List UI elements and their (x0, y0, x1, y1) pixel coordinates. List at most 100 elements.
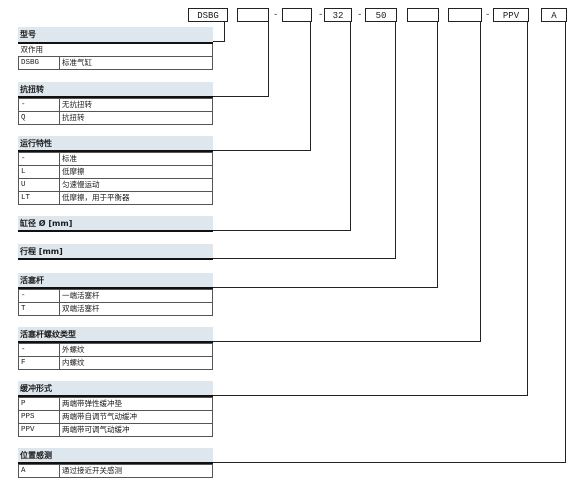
option-label: 两端带可调气动缓冲 (59, 423, 213, 437)
connector-line (213, 230, 351, 231)
connector-line (213, 462, 566, 463)
connector-line (213, 96, 269, 97)
option-code: PPV (18, 423, 60, 437)
section-header-bore: 缸径 Ø [mm] (18, 216, 213, 231)
section-header-stroke: 行程 [mm] (18, 244, 213, 259)
option-label: 两端带弹性缓冲垫 (59, 397, 213, 411)
option-table-position-sensing: A 通过接近开关感测 (18, 464, 213, 478)
option-row: PPV 两端带可调气动缓冲 (18, 423, 213, 437)
option-code: DSBG (18, 56, 60, 70)
code-separator: - (273, 10, 279, 20)
code-separator: - (318, 10, 324, 20)
option-label: 双作用 (18, 44, 213, 57)
section-rule (18, 42, 213, 44)
code-separator: - (357, 10, 363, 20)
code-separator: - (485, 10, 491, 20)
section-rule (18, 462, 213, 464)
option-row: - 标准 (18, 152, 213, 166)
code-box-6 (407, 8, 439, 22)
option-row: L 低摩擦 (18, 165, 213, 179)
connector-line (527, 22, 528, 396)
code-box-2 (237, 8, 269, 22)
option-row: F 内螺纹 (18, 356, 213, 370)
connector-line (224, 22, 225, 42)
option-row: LT 低摩擦，用于平衡器 (18, 191, 213, 205)
section-rule (18, 395, 213, 397)
option-row: - 一端活塞杆 (18, 289, 213, 303)
option-label: 标准 (59, 152, 213, 166)
option-code: F (18, 356, 60, 370)
option-label: 标准气缸 (59, 56, 213, 70)
option-code: L (18, 165, 60, 179)
option-label: 一端活塞杆 (59, 289, 213, 303)
connector-line (480, 22, 481, 342)
option-label: 匀速慢运动 (59, 178, 213, 192)
option-row: - 外螺纹 (18, 343, 213, 357)
option-code: P (18, 397, 60, 411)
option-code: LT (18, 191, 60, 205)
option-code: U (18, 178, 60, 192)
section-header-operating: 运行特性 (18, 136, 213, 151)
option-label: 两端带自调节气动缓冲 (59, 410, 213, 424)
section-header-anti-rotation: 抗扭转 (18, 82, 213, 97)
connector-line (213, 395, 528, 396)
section-header-piston-rod: 活塞杆 (18, 273, 213, 288)
option-row: - 无抗扭转 (18, 98, 213, 112)
section-rule (18, 96, 213, 98)
code-box-1: DSBG (188, 8, 228, 22)
option-table-type: 双作用 DSBG 标准气缸 (18, 44, 213, 70)
option-label: 通过接近开关感测 (59, 464, 213, 478)
option-row: U 匀速慢运动 (18, 178, 213, 192)
code-box-3 (282, 8, 312, 22)
option-table-rod-thread: - 外螺纹 F 内螺纹 (18, 343, 213, 370)
option-row: A 通过接近开关感测 (18, 464, 213, 478)
option-code: - (18, 343, 60, 357)
option-code: PPS (18, 410, 60, 424)
option-code: T (18, 302, 60, 316)
option-label: 低摩擦，用于平衡器 (59, 191, 213, 205)
option-row: DSBG 标准气缸 (18, 56, 213, 70)
option-code: - (18, 152, 60, 166)
section-header-position-sensing: 位置感测 (18, 448, 213, 463)
section-rule (18, 150, 213, 152)
connector-line (565, 22, 566, 463)
connector-line (213, 41, 225, 42)
option-label: 内螺纹 (59, 356, 213, 370)
section-header-type: 型号 (18, 27, 213, 42)
section-rule (18, 341, 213, 343)
option-row: T 双端活塞杆 (18, 302, 213, 316)
option-label: 外螺纹 (59, 343, 213, 357)
option-code: A (18, 464, 60, 478)
option-label: 无抗扭转 (59, 98, 213, 112)
code-box-8: PPV (493, 8, 529, 22)
section-rule (18, 287, 213, 289)
connector-line (213, 341, 481, 342)
connector-line (268, 22, 269, 97)
option-table-cushioning: P 两端带弹性缓冲垫 PPS 两端带自调节气动缓冲 PPV 两端带可调气动缓冲 (18, 397, 213, 437)
section-header-rod-thread: 活塞杆螺纹类型 (18, 327, 213, 342)
option-row: 双作用 (18, 44, 213, 57)
option-table-anti-rotation: - 无抗扭转 Q 抗扭转 (18, 98, 213, 125)
section-rule (18, 230, 213, 232)
connector-line (213, 258, 396, 259)
connector-line (395, 22, 396, 259)
option-code: - (18, 289, 60, 303)
option-row: P 两端带弹性缓冲垫 (18, 397, 213, 411)
option-table-piston-rod: - 一端活塞杆 T 双端活塞杆 (18, 289, 213, 316)
connector-line (213, 287, 438, 288)
option-label: 低摩擦 (59, 165, 213, 179)
connector-line (310, 22, 311, 151)
section-rule (18, 258, 213, 260)
code-box-4: 32 (324, 8, 352, 22)
code-box-5: 50 (365, 8, 397, 22)
option-label: 抗扭转 (59, 111, 213, 125)
option-row: Q 抗扭转 (18, 111, 213, 125)
code-box-9: A (541, 8, 567, 22)
connector-line (213, 150, 311, 151)
option-row: PPS 两端带自调节气动缓冲 (18, 410, 213, 424)
section-header-cushioning: 缓冲形式 (18, 381, 213, 396)
connector-line (437, 22, 438, 288)
option-code: - (18, 98, 60, 112)
option-table-operating: - 标准 L 低摩擦 U 匀速慢运动 LT 低摩擦，用于平衡器 (18, 152, 213, 205)
option-code: Q (18, 111, 60, 125)
